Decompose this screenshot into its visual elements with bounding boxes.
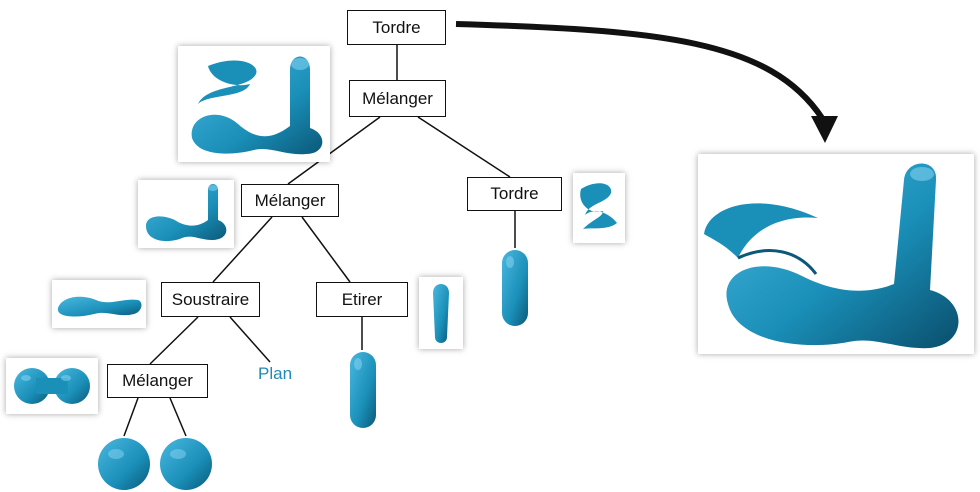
- thumb-blend-mid-result: [138, 180, 234, 248]
- thumb-blended-spheres: [6, 358, 98, 414]
- node-tordre-right: Tordre: [467, 177, 562, 211]
- edge-blend-top-twist-right: [417, 116, 511, 178]
- node-melanger-top: Mélanger: [349, 80, 446, 117]
- thumb-final-result-enlarged: [698, 154, 974, 354]
- edge-blend-bottom-sphere-right: [169, 397, 187, 437]
- primitive-sphere-right: [158, 436, 214, 492]
- node-melanger-bottom: Mélanger: [107, 364, 208, 398]
- edge-subtract-plane: [229, 316, 271, 363]
- primitive-capsule-twist: [496, 248, 534, 328]
- node-tordre-root: Tordre: [347, 10, 446, 45]
- result-arrow: [455, 21, 825, 120]
- thumb-final-twisted-shape: [178, 46, 330, 162]
- edge-subtract-blend-bottom: [149, 316, 199, 365]
- edge-blend-bottom-sphere-left: [123, 397, 139, 437]
- node-melanger-mid: Mélanger: [241, 184, 339, 217]
- primitive-sphere-left: [96, 436, 152, 492]
- node-soustraire: Soustraire: [161, 282, 260, 317]
- edge-blend-mid-subtract: [212, 216, 273, 283]
- node-etirer: Etirer: [316, 282, 408, 317]
- edge-blend-top-blend-mid: [287, 116, 381, 185]
- primitive-capsule-stretch: [344, 350, 382, 430]
- leaf-plan-label: Plan: [258, 364, 293, 383]
- thumb-stretched-sphere: [419, 277, 463, 349]
- thumb-twisted-capsule: [573, 173, 625, 243]
- edge-blend-mid-stretch: [301, 216, 351, 283]
- result-arrowhead: [811, 116, 838, 143]
- thumb-subtract-result: [52, 280, 146, 328]
